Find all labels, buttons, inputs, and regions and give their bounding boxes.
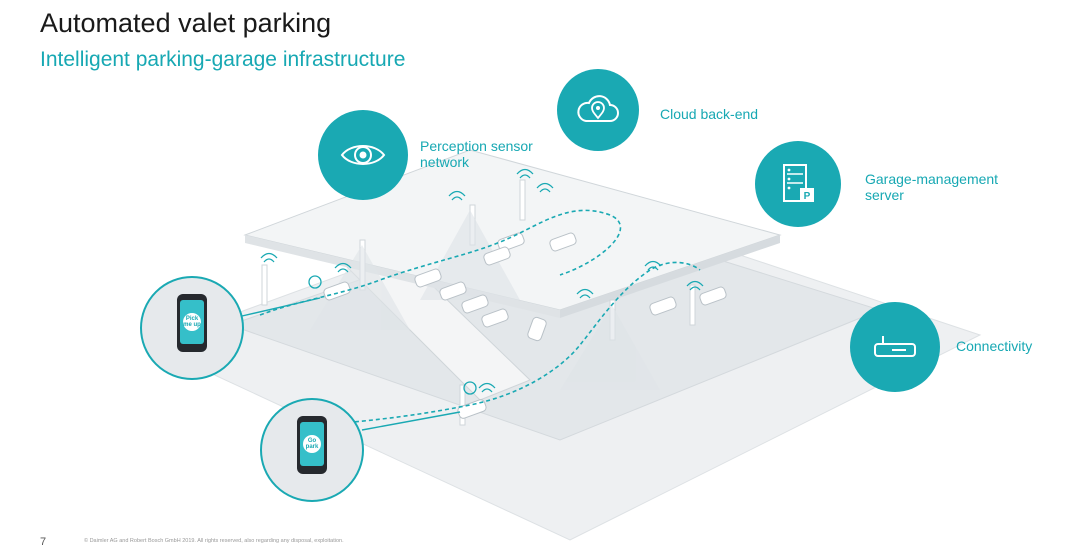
- car: [439, 281, 467, 301]
- phone-screen: Pick me up: [180, 300, 204, 344]
- location-marker: [308, 275, 322, 289]
- pickup-phone-circle: Pick me up: [140, 276, 244, 380]
- smartphone: Go park: [297, 416, 327, 474]
- server-icon: P: [783, 164, 814, 202]
- garage-deck-edge-right: [560, 235, 780, 318]
- car: [699, 286, 727, 306]
- garage-server-circle: P: [755, 141, 841, 227]
- router-icon: [874, 336, 916, 357]
- wifi-icon: [448, 190, 466, 201]
- sensor-cone: [560, 305, 660, 390]
- car: [461, 294, 489, 314]
- connectivity-circle: [850, 302, 940, 392]
- perception-sensor-circle: [318, 110, 408, 200]
- route-path: [319, 261, 701, 426]
- perception-sensor-label: Perception sensor network: [420, 138, 533, 170]
- copyright-notice: © Daimler AG and Robert Bosch GmbH 2019.…: [84, 538, 344, 544]
- eye-icon: [340, 145, 386, 165]
- pick-me-up-button: Pick me up: [183, 313, 201, 331]
- connectivity-label: Connectivity: [956, 338, 1033, 354]
- go-park-button: Go park: [303, 435, 321, 453]
- wifi-icon: [536, 182, 554, 193]
- cloud-backend-label: Cloud back-end: [660, 106, 759, 122]
- location-marker: [463, 381, 477, 395]
- wifi-icon: [576, 288, 594, 299]
- smartphone: Pick me up: [177, 294, 207, 352]
- pillar: [261, 264, 268, 306]
- car: [497, 232, 525, 252]
- page-title: Automated valet parking: [40, 8, 332, 38]
- wifi-icon: [516, 168, 534, 179]
- park-phone-circle: Go park: [260, 398, 364, 502]
- cloud-location-icon: [577, 95, 619, 122]
- cloud-backend-circle: [557, 69, 639, 151]
- car: [457, 399, 487, 419]
- wifi-icon: [334, 262, 352, 273]
- car: [481, 308, 509, 328]
- sensor-cone: [310, 245, 410, 330]
- pillar: [689, 284, 696, 326]
- page-subtitle: Intelligent parking-garage infrastructur…: [40, 48, 406, 71]
- sensor-cone: [420, 210, 520, 300]
- page-number: 7: [40, 536, 47, 548]
- wifi-icon: [478, 382, 496, 393]
- svg-text:P: P: [804, 191, 811, 202]
- wifi-icon: [644, 260, 662, 271]
- link-line: [241, 297, 321, 317]
- car: [483, 246, 511, 266]
- car: [527, 316, 547, 342]
- car: [414, 268, 442, 288]
- wifi-icon: [686, 280, 704, 291]
- car: [549, 232, 577, 252]
- car: [649, 296, 677, 316]
- pillar: [519, 179, 526, 221]
- link-line: [361, 411, 461, 431]
- garage-server-label: Garage-management server: [865, 171, 999, 203]
- wifi-icon: [260, 252, 278, 263]
- phone-screen: Go park: [300, 422, 324, 466]
- route-path: [259, 209, 622, 316]
